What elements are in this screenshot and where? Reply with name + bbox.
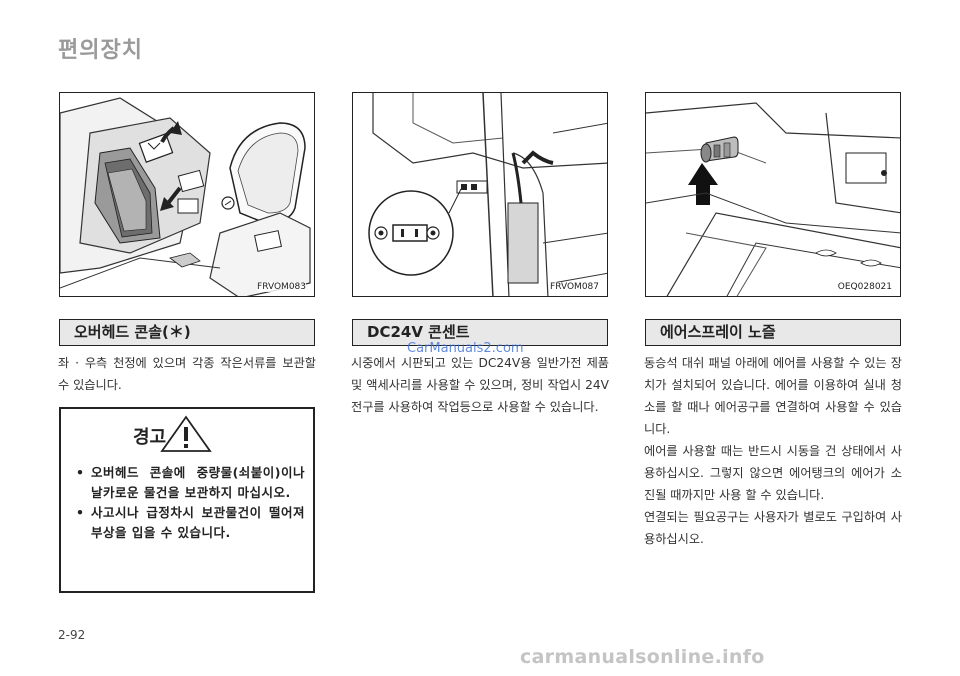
figure-dc24v-socket: FRVOM087: [352, 92, 608, 297]
paragraph: 에어를 사용할 때는 반드시 시동을 건 상태에서 사용하십시오. 그렇지 않으…: [644, 444, 902, 502]
overlay-watermark: CarManuals2.com: [407, 341, 524, 356]
warning-title: 경고: [133, 427, 167, 448]
dc24v-socket-illustration: [368, 93, 607, 296]
footer-watermark: carmanualsonline.info: [520, 646, 765, 668]
air-spray-nozzle-description: 동승석 대쉬 패널 아래에 에어를 사용할 수 있는 장치가 설치되어 있습니다…: [644, 352, 902, 550]
paragraph: 연결되는 필요공구는 사용자가 별로도 구입하여 사용하십시오.: [644, 510, 902, 546]
heading-dc24v-socket: DC24V 콘센트: [352, 319, 608, 346]
heading-air-spray-nozzle: 에어스프레이 노즐: [645, 319, 901, 346]
warning-item-text: 사고시나 급정차시 보관물건이 떨어져 부상을 입을 수 있습니다.: [91, 505, 305, 540]
paragraph: 시중에서 시판되고 있는 DC24V용 일반가전 제품 및 액세사리를 사용할 …: [351, 356, 609, 414]
figure-code: FRVOM087: [550, 282, 599, 292]
dc24v-socket-description: 시중에서 시판되고 있는 DC24V용 일반가전 제품 및 액세사리를 사용할 …: [351, 352, 609, 418]
overhead-console-illustration: [60, 97, 311, 296]
overhead-console-description: 좌 · 우측 천정에 있으며 각종 작은서류를 보관할 수 있습니다.: [58, 352, 316, 396]
figure-code: FRVOM083: [257, 282, 306, 292]
page-number: 2-92: [58, 628, 86, 642]
warning-item: •사고시나 급정차시 보관물건이 떨어져 부상을 입을 수 있습니다.: [76, 505, 305, 540]
warning-item: •오버헤드 콘솔에 중량물(쇠붙이)이나 날카로운 물건을 보관하지 마십시오.: [76, 465, 305, 500]
warning-item-text: 오버헤드 콘솔에 중량물(쇠붙이)이나 날카로운 물건을 보관하지 마십시오.: [91, 465, 305, 500]
figure-code: OEQ028021: [837, 282, 892, 292]
section-title: 편의장치: [58, 38, 143, 63]
paragraph: 좌 · 우측 천정에 있으며 각종 작은서류를 보관할 수 있습니다.: [58, 356, 316, 392]
warning-list: •오버헤드 콘솔에 중량물(쇠붙이)이나 날카로운 물건을 보관하지 마십시오.…: [73, 463, 305, 543]
air-spray-nozzle-illustration: [646, 102, 900, 296]
warning-box: 경고 •오버헤드 콘솔에 중량물(쇠붙이)이나 날카로운 물건을 보관하지 마십…: [59, 407, 315, 593]
warning-triangle-icon: [160, 415, 212, 452]
figure-air-spray-nozzle: OEQ028021: [645, 92, 901, 297]
paragraph: 동승석 대쉬 패널 아래에 에어를 사용할 수 있는 장치가 설치되어 있습니다…: [644, 356, 902, 436]
figure-overhead-console: FRVOM083: [59, 92, 315, 297]
heading-overhead-console: 오버헤드 콘솔(＊): [59, 319, 315, 346]
